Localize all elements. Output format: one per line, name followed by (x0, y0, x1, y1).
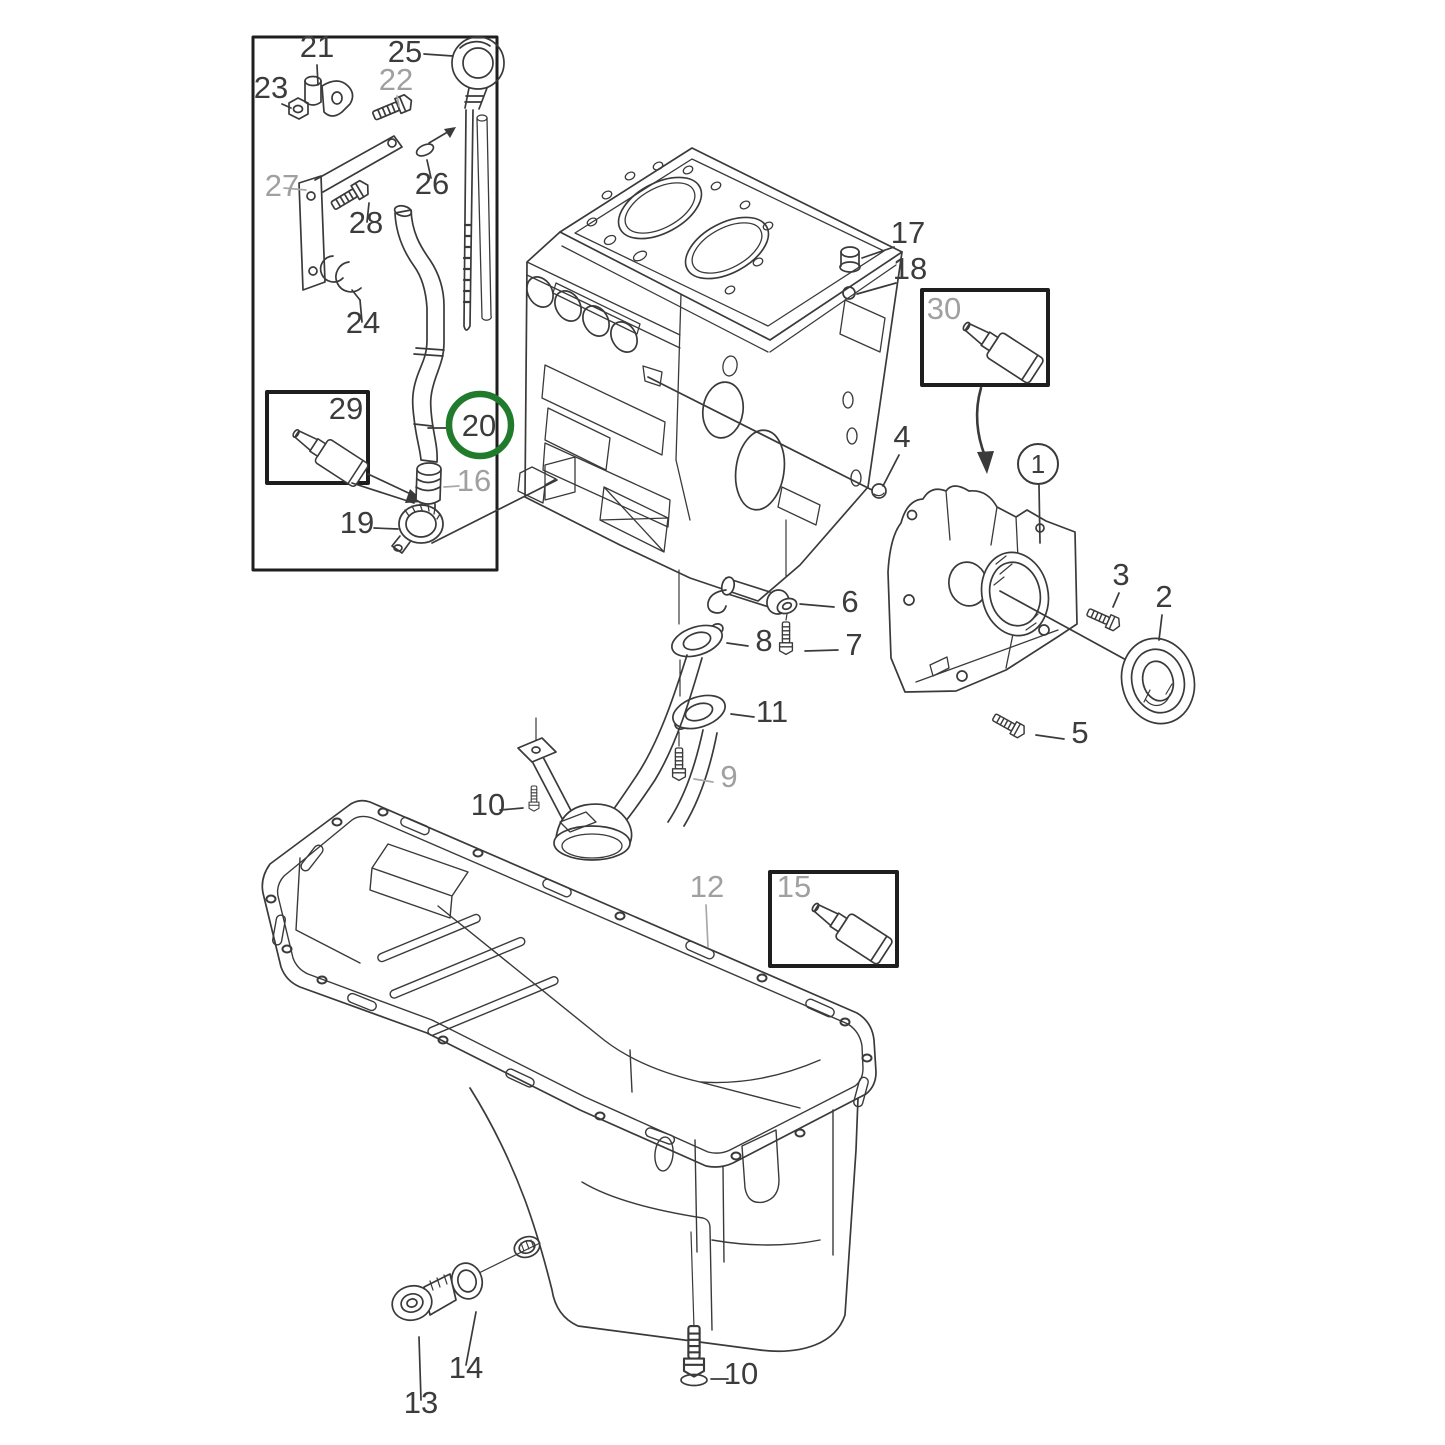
bracket-drawing (288, 75, 416, 301)
callout-21: 21 (300, 29, 334, 64)
hose-clamp-19-drawing (391, 503, 444, 554)
hose-to-block-line (431, 479, 558, 544)
sealant-tube-icon (804, 892, 895, 966)
callout-12: 12 (690, 869, 724, 904)
callout-29: 29 (329, 391, 363, 426)
sealant-tube-icon (285, 419, 370, 489)
dipstick-drawing (415, 36, 505, 331)
oil-pan-drawing (261, 799, 877, 1353)
callout-25: 25 (388, 34, 422, 69)
engine-block-drawing (517, 147, 903, 602)
sump-outline (469, 1087, 859, 1353)
callout-18: 18 (893, 251, 927, 286)
pan-bolt-holes (265, 807, 873, 1161)
callout-11: 11 (756, 694, 788, 729)
hose-drawing (393, 204, 445, 463)
crank-seal-drawing (1120, 637, 1196, 725)
callout-30: 30 (927, 291, 961, 326)
callout-2: 2 (1155, 579, 1172, 614)
callout-24: 24 (346, 305, 380, 340)
bolt-22 (370, 92, 416, 125)
leader-lines (281, 53, 1163, 1401)
callout-5: 5 (1071, 715, 1088, 750)
callout-8: 8 (755, 623, 772, 658)
callout-26: 26 (415, 166, 449, 201)
flange-8-drawing (671, 623, 724, 658)
callout-14: 14 (449, 1350, 483, 1385)
dowel-4-drawing (871, 483, 887, 499)
callout-13: 13 (404, 1385, 438, 1420)
bolt-5 (989, 710, 1029, 741)
pickup-tube-drawing (517, 519, 798, 861)
callout-7: 7 (845, 627, 862, 662)
callout-4: 4 (893, 419, 910, 454)
sealant-box-15 (768, 870, 899, 968)
callout-9: 9 (720, 759, 737, 794)
sealant-box-30 (920, 288, 1050, 474)
bolt-3 (1084, 605, 1123, 633)
callout-20-highlighted: 20 (462, 408, 496, 443)
plug-18-drawing (842, 286, 856, 300)
callout-27: 27 (265, 168, 299, 203)
callout-labels: 21 23 25 22 26 27 28 24 29 20 16 19 17 1… (254, 29, 1173, 1420)
clip-24 (319, 255, 362, 301)
callout-10-lower: 10 (724, 1356, 758, 1391)
block-to-pump-line (647, 376, 873, 491)
pan-interior (295, 843, 821, 1109)
bolt-10-lower-flange (680, 1373, 708, 1387)
parts-inset-box (251, 35, 499, 572)
callout-17: 17 (891, 215, 925, 250)
sealant-tube-icon (955, 311, 1046, 385)
sealant-30-arrow (975, 386, 987, 458)
callout-23: 23 (254, 70, 288, 105)
bolt-10-lower (682, 1324, 706, 1378)
hose-fitting-16-drawing (415, 462, 442, 513)
clip-26 (415, 143, 435, 157)
bolt-7 (778, 621, 794, 656)
callout-22: 22 (379, 62, 413, 97)
callout-10-upper: 10 (471, 787, 505, 822)
callout-6: 6 (841, 584, 858, 619)
callout-19: 19 (340, 505, 374, 540)
bolt-10-upper (528, 785, 540, 812)
washer-14-drawing (450, 1262, 484, 1300)
highlight-circle-part-20 (445, 390, 515, 460)
callout-16: 16 (457, 463, 491, 498)
drain-plug-13-drawing (391, 1273, 457, 1322)
callout-3: 3 (1112, 557, 1129, 592)
oil-pump-drawing (887, 485, 1078, 693)
callout-15: 15 (777, 869, 811, 904)
callout-1-circle (1017, 443, 1059, 485)
pipe-bracket-6-drawing (707, 576, 798, 615)
bolt-9 (671, 747, 687, 782)
sealant-box-29 (265, 390, 424, 504)
flange-11-drawing (672, 694, 726, 730)
callout-28: 28 (349, 205, 383, 240)
pan-bolt-slots (271, 816, 869, 1145)
plug-17-drawing (839, 246, 861, 273)
callout-1: 1 (1031, 449, 1045, 479)
